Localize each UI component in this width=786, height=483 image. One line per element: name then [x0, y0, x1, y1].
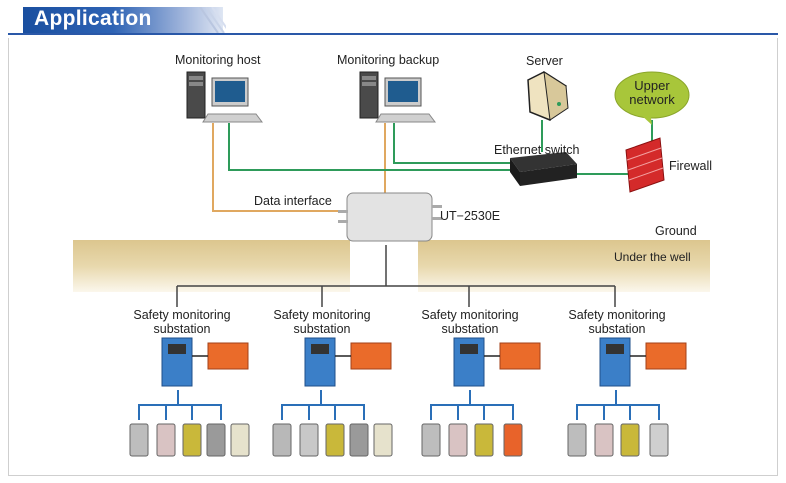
- ethernet-line-backup: [393, 123, 510, 164]
- ethernet-line-host: [228, 123, 510, 171]
- sensor-box-icon: [448, 423, 468, 457]
- breaker-box-icon: [503, 423, 523, 457]
- sensor-box-icon: [594, 423, 614, 457]
- monitoring-backup-label: Monitoring backup: [337, 53, 440, 67]
- substation-label-line1: Safety monitoring: [568, 308, 666, 322]
- data-interface-label: Data interface: [254, 194, 332, 208]
- substation-display-icon: [311, 344, 329, 354]
- header-stripes: [199, 7, 226, 33]
- switch-sensor-icon: [182, 423, 202, 457]
- monitoring-backup-computer-icon: [359, 71, 436, 123]
- substation-label-line1: Safety monitoring: [273, 308, 371, 322]
- gas-detector-icon: [421, 423, 441, 457]
- firewall-icon: [625, 137, 665, 193]
- substation-unit: [272, 337, 393, 457]
- server-icon: [527, 71, 569, 121]
- under-well-label: Under the well: [614, 250, 691, 264]
- ethernet-switch-label: Ethernet switch: [494, 143, 580, 157]
- substation-unit: [421, 337, 541, 457]
- power-box-icon: [499, 342, 541, 370]
- power-box-icon: [207, 342, 249, 370]
- switch-sensor-icon: [620, 423, 640, 457]
- door-sensor-icon: [349, 423, 369, 457]
- speaker-box-icon: [373, 423, 393, 457]
- switch-sensor-icon: [325, 423, 345, 457]
- ground-label: Ground: [655, 224, 697, 238]
- underground-band-left: [73, 240, 350, 292]
- switch-sensor-icon: [474, 423, 494, 457]
- upper-network-line2: network: [629, 92, 675, 107]
- substation-label-line2: substation: [153, 322, 211, 336]
- substation-label-line2: substation: [293, 322, 351, 336]
- monitoring-host-computer-icon: [186, 71, 263, 123]
- ethernet-switch-icon: [510, 152, 577, 186]
- sensor-box-icon: [156, 423, 176, 457]
- ut-2530e-device-icon: [338, 192, 442, 242]
- firewall-label: Firewall: [669, 159, 713, 173]
- substation-unit: [129, 337, 250, 457]
- upper-network-bubble-icon: [614, 71, 690, 125]
- upper-network-line1: Upper: [634, 78, 670, 93]
- substation-label-line2: substation: [588, 322, 646, 336]
- gas-detector-icon: [567, 423, 587, 457]
- door-sensor-icon: [206, 423, 226, 457]
- gas-detector-icon: [129, 423, 149, 457]
- temp-sensor-icon: [649, 423, 669, 457]
- substation-label-line2: substation: [441, 322, 499, 336]
- diagram-frame: [8, 38, 778, 476]
- underground-band-right: [418, 240, 710, 292]
- substation-label-line1: Safety monitoring: [133, 308, 231, 322]
- page-title: Application: [34, 7, 152, 30]
- upper-network-label: Upper network: [620, 79, 684, 107]
- substation-display-icon: [606, 344, 624, 354]
- substation-label-line1: Safety monitoring: [421, 308, 519, 322]
- substation-display-icon: [168, 344, 186, 354]
- monitoring-host-label: Monitoring host: [175, 53, 261, 67]
- power-box-icon: [645, 342, 687, 370]
- data-line-host: [212, 123, 345, 212]
- dust-sensor-icon: [299, 423, 319, 457]
- header-underline: [8, 33, 778, 35]
- server-label: Server: [526, 54, 563, 68]
- speaker-box-icon: [230, 423, 250, 457]
- substation-unit: [567, 337, 687, 457]
- co-sensor-icon: [272, 423, 292, 457]
- power-box-icon: [350, 342, 392, 370]
- header-bar: [23, 7, 223, 33]
- substation-display-icon: [460, 344, 478, 354]
- device-model-label: UT−2530E: [440, 209, 501, 223]
